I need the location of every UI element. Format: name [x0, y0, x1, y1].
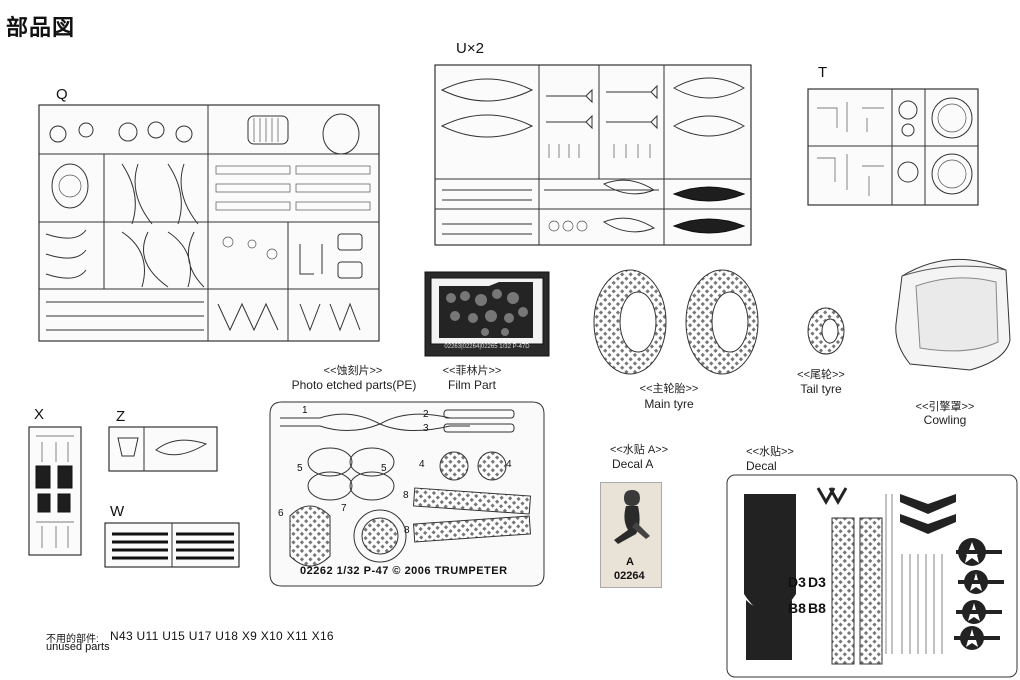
sprue-u-diagram	[434, 64, 752, 246]
decal-a-label-zh: <<水贴 A>>	[609, 444, 669, 456]
cowling-illustration	[895, 258, 1011, 371]
cowling-label-zh: <<引擎罩>>	[915, 401, 975, 413]
main-tyre-label-zh: <<主轮胎>>	[639, 383, 699, 395]
sprue-label-w: W	[110, 503, 125, 520]
decal-a-label-en: Decal A	[612, 457, 654, 471]
main-tyre-illustration	[593, 269, 759, 375]
decal-code-mark: D3	[788, 574, 806, 590]
unused-parts-label-en: unused parts	[46, 641, 110, 653]
pe-part-number: 4	[506, 459, 512, 470]
pe-footer-text: 02262 1/32 P-47 © 2006 TRUMPETER	[300, 565, 508, 577]
decal-a-code: 02264	[614, 570, 645, 582]
film-part-caption: 02263|02264|02265 1/32 P-47D	[444, 344, 530, 350]
decal-code-mark: B8	[808, 600, 826, 616]
pe-part-number: 5	[297, 463, 303, 474]
pe-part-number: 8	[403, 490, 409, 501]
pe-part-number: 5	[381, 463, 387, 474]
film-label-zh: <<菲林片>>	[442, 365, 502, 377]
decal-label-zh: <<水贴>>	[746, 446, 794, 458]
pe-part-number: 2	[423, 409, 429, 420]
film-label-en: Film Part	[448, 378, 496, 392]
sprue-label-q: Q	[56, 86, 68, 103]
decal-label-en: Decal	[746, 459, 777, 473]
unused-parts-list: N43 U11 U15 U17 U18 X9 X10 X11 X16	[110, 629, 334, 643]
sprue-t-diagram	[807, 88, 979, 206]
sprue-q-diagram	[38, 104, 380, 342]
decal-sheet	[726, 474, 1018, 678]
sprue-w-diagram	[104, 522, 240, 568]
decal-code-mark: D3	[808, 574, 826, 590]
sprue-x-diagram	[28, 426, 82, 556]
pe-part-number: 7	[341, 503, 347, 514]
cowling-label-en: Cowling	[923, 413, 967, 427]
page-title: 部品図	[6, 15, 76, 40]
decal-code-mark: B8	[788, 600, 806, 616]
pe-part-number: 1	[302, 405, 308, 416]
sprue-z-diagram	[108, 426, 218, 472]
film-part-panel	[424, 271, 550, 357]
tail-tyre-label-en: Tail tyre	[800, 382, 842, 396]
unused-parts-label-zh: 不用的部件:	[46, 634, 99, 645]
pe-label-en: Photo etched parts(PE)	[291, 378, 417, 392]
sprue-label-t: T	[818, 64, 828, 81]
pe-part-number: 8	[404, 525, 410, 536]
pinup-figure	[614, 490, 650, 544]
pe-label-zh: <<蚀刻片>>	[323, 365, 383, 377]
tail-tyre-label-zh: <<尾轮>>	[797, 369, 845, 381]
sprue-label-u: U×2	[456, 40, 484, 57]
main-tyre-label-en: Main tyre	[644, 397, 694, 411]
photo-etched-sheet	[269, 401, 545, 587]
decal-a-letter: A	[626, 556, 634, 568]
tail-tyre-illustration	[807, 307, 845, 355]
pe-part-number: 4	[419, 459, 425, 470]
sprue-label-x: X	[34, 406, 45, 423]
sprue-label-z: Z	[116, 408, 126, 425]
pe-part-number: 3	[423, 423, 429, 434]
pe-part-number: 6	[278, 508, 284, 519]
